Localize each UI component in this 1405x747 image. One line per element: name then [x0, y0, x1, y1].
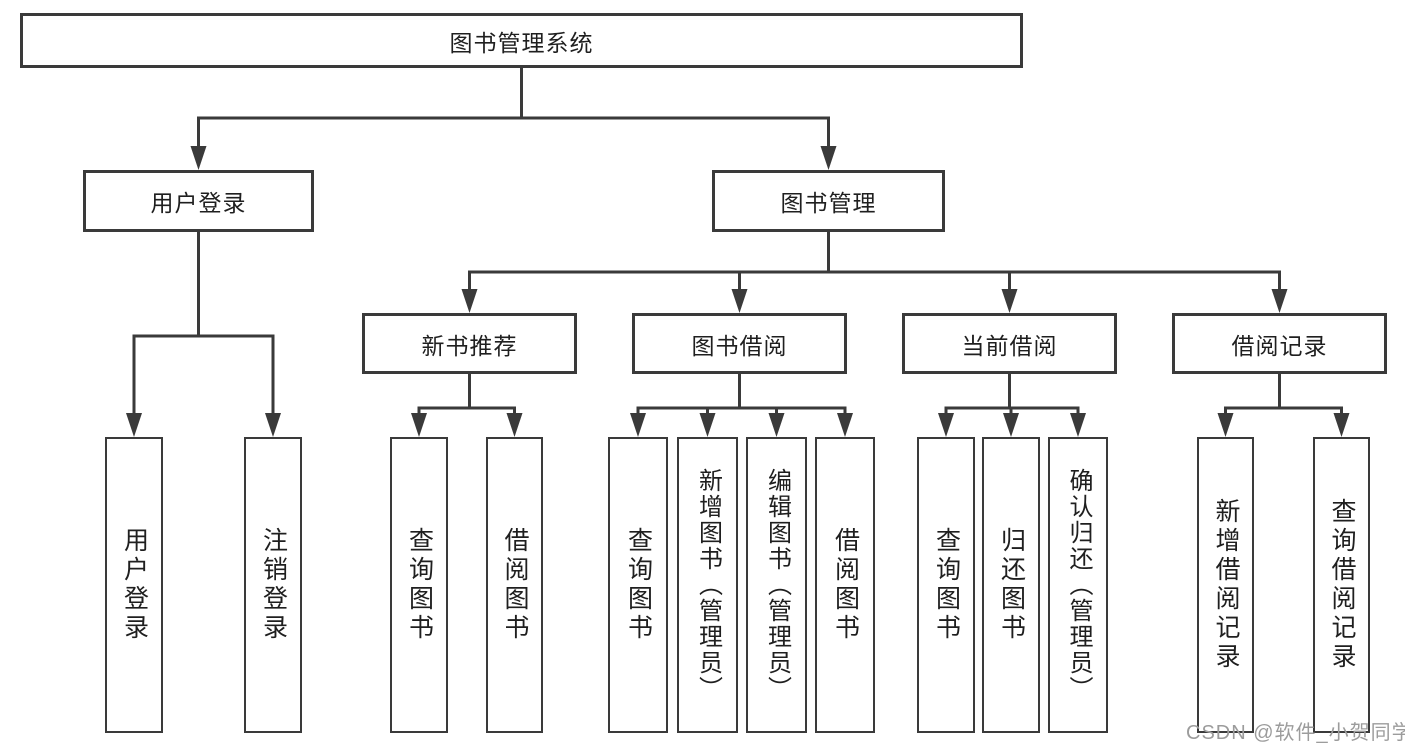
node-label: 查询图书 [624, 527, 653, 643]
connector-new-book-recommend-children [411, 374, 523, 437]
leaf-query-books-current: 查询图书 [917, 437, 975, 733]
node-book-management: 图书管理 [712, 170, 945, 232]
leaf-logout: 注销登录 [244, 437, 302, 733]
leaf-return-book: 归还图书 [982, 437, 1040, 733]
node-label: 借阅记录 [1231, 332, 1328, 359]
node-label: 新书推荐 [421, 332, 518, 359]
connector-borrow-records-children [1217, 374, 1350, 437]
node-label: 查询图书 [932, 527, 961, 643]
node-label: 查询图书 [405, 527, 434, 643]
node-label: 新增图书（管理员） [694, 468, 722, 702]
node-label: 借阅图书 [501, 527, 529, 643]
connector-current-borrow-children [938, 374, 1086, 437]
leaf-query-books-recommend: 查询图书 [390, 437, 448, 733]
node-label: 当前借阅 [961, 332, 1058, 359]
connector-book-borrow-children [630, 374, 853, 437]
leaf-borrow-books-recommend: 借阅图书 [486, 437, 543, 733]
leaf-edit-book-admin: 编辑图书（管理员） [746, 437, 807, 733]
connector-book-management-children [461, 232, 1288, 313]
leaf-confirm-return-admin: 确认归还（管理员） [1048, 437, 1108, 733]
node-label: 图书管理系统 [449, 29, 594, 56]
leaf-borrow-books: 借阅图书 [815, 437, 875, 733]
node-label: 借阅图书 [831, 527, 860, 643]
node-label: 新增借阅记录 [1212, 498, 1240, 672]
csdn-watermark: CSDN @软件_小贺同学 [1186, 722, 1405, 744]
node-label: 查询借阅记录 [1328, 498, 1356, 672]
node-label: 用户登录 [150, 190, 247, 216]
leaf-add-book-admin: 新增图书（管理员） [677, 437, 738, 733]
node-user-login: 用户登录 [83, 170, 314, 232]
leaf-query-books-borrow: 查询图书 [608, 437, 668, 733]
leaf-query-borrow-record: 查询借阅记录 [1313, 437, 1370, 733]
node-borrow-records: 借阅记录 [1172, 313, 1387, 374]
node-label: 编辑图书（管理员） [763, 468, 791, 702]
node-current-borrow: 当前借阅 [902, 313, 1117, 374]
leaf-add-borrow-record: 新增借阅记录 [1197, 437, 1254, 733]
node-label: 用户登录 [120, 527, 149, 643]
node-label: 归还图书 [997, 527, 1026, 643]
node-new-book-recommend: 新书推荐 [362, 313, 577, 374]
node-label: 确认归还（管理员） [1065, 468, 1092, 702]
node-label: 注销登录 [259, 527, 288, 643]
leaf-user-login: 用户登录 [105, 437, 163, 733]
connector-user-login-children [126, 232, 281, 437]
node-library-management-system: 图书管理系统 [20, 13, 1023, 68]
node-label: 图书借阅 [691, 332, 788, 359]
node-label: 图书管理 [780, 190, 877, 216]
node-book-borrow: 图书借阅 [632, 313, 847, 374]
connector-root-to-level2 [190, 68, 837, 170]
